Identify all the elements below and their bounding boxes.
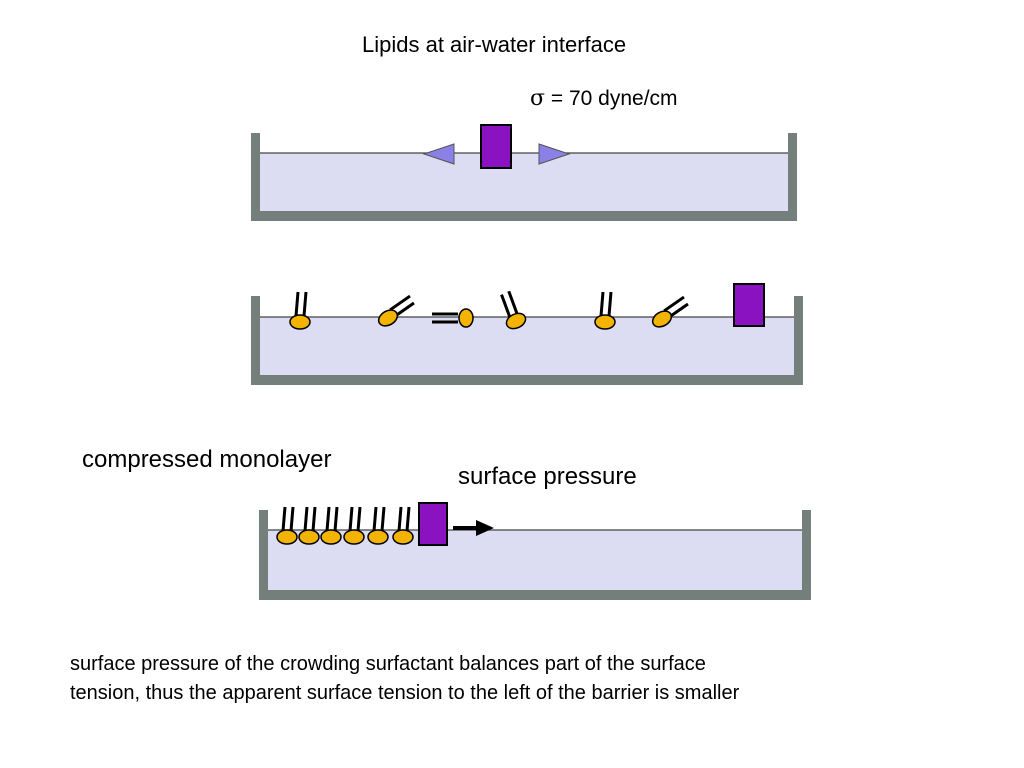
lipid-molecule [377, 294, 415, 327]
lipid-molecule [366, 505, 390, 546]
lipid-molecule [391, 505, 415, 546]
lipid-molecule [288, 290, 312, 331]
compressed-monolayer-label: compressed monolayer [82, 446, 332, 473]
lipid-molecule [432, 308, 474, 328]
trough-dispersed-lipids [251, 283, 803, 385]
caption-line-2: tension, thus the apparent surface tensi… [70, 682, 740, 704]
surface-tension-value: = 70 dyne/cm [545, 87, 678, 110]
lipid-molecule [275, 505, 299, 546]
trough-wall-right-2 [794, 296, 803, 385]
surface-tension-label: σ = 70 dyne/cm [530, 86, 678, 111]
trough-wall-left-1 [251, 133, 260, 221]
sigma-symbol: σ [530, 86, 546, 111]
lipid-molecule [651, 295, 689, 328]
trough-wall-left-2 [251, 296, 260, 385]
caption-line-1: surface pressure of the crowding surfact… [70, 653, 706, 675]
lipid-molecule [319, 505, 343, 546]
tension-arrow-right [538, 143, 571, 165]
surface-pressure-arrow [453, 520, 494, 536]
surface-pressure-label: surface pressure [458, 463, 637, 490]
trough-bottom-1 [251, 211, 797, 221]
trough-wall-left-3 [259, 510, 268, 600]
barrier-2 [733, 283, 765, 327]
page-title: Lipids at air-water interface [362, 32, 627, 57]
trough-wall-right-1 [788, 133, 797, 221]
barrier-1 [480, 124, 512, 169]
caption: surface pressure of the crowding surfact… [70, 650, 970, 708]
tension-arrow-left [422, 143, 455, 165]
water-2 [260, 317, 794, 377]
lipid-molecule [593, 290, 617, 331]
lipid-molecule [297, 505, 321, 546]
lipid-molecule [342, 505, 366, 546]
trough-wall-right-3 [802, 510, 811, 600]
trough-compressed-monolayer [259, 502, 811, 600]
trough-bottom-3 [259, 590, 811, 600]
barrier-3 [418, 502, 448, 546]
trough-bottom-2 [251, 375, 803, 385]
water-1 [260, 153, 790, 213]
trough-clean-surface [251, 124, 797, 221]
